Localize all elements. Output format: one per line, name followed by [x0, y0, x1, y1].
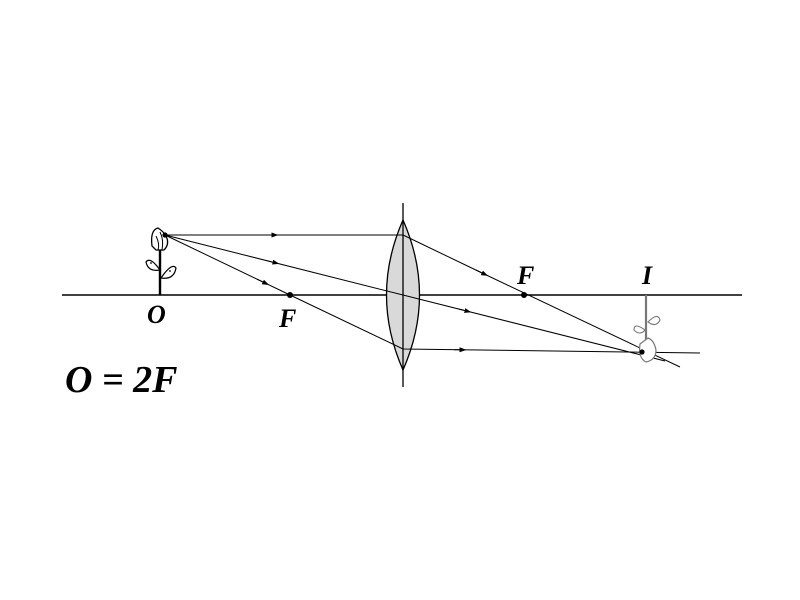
- inverted-flower-icon: [633, 295, 661, 363]
- image-label: I: [641, 261, 653, 290]
- ray-through-center: [164, 234, 666, 362]
- flower-icon: [145, 227, 177, 295]
- ray-parallel: [165, 232, 681, 368]
- focal-point-right: [521, 292, 527, 298]
- object-label: O: [147, 300, 166, 329]
- focal-label-left: F: [278, 304, 296, 333]
- focal-point-left: [287, 292, 293, 298]
- ray-through-focus: [164, 234, 701, 354]
- caption-equation: O = 2F: [65, 359, 177, 401]
- focal-label-right: F: [516, 261, 534, 290]
